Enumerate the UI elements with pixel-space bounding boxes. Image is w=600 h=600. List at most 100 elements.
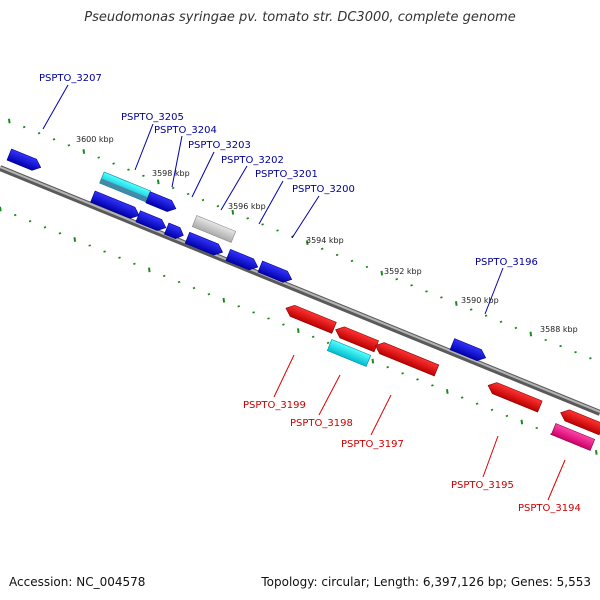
- minor-tick: [28, 220, 32, 223]
- minor-tick: [514, 326, 518, 330]
- gene-PSPTO_3200[interactable]: [257, 260, 294, 285]
- minor-tick: [192, 286, 196, 290]
- gene-label[interactable]: PSPTO_3195: [451, 480, 514, 491]
- scale-label: 3600 kbp: [76, 135, 114, 144]
- minor-tick: [559, 344, 562, 348]
- scale-label: 3588 kbp: [540, 325, 578, 334]
- minor-tick: [267, 317, 270, 320]
- gene-label[interactable]: PSPTO_3205: [121, 112, 184, 123]
- minor-tick: [320, 247, 324, 250]
- major-tick: [371, 358, 375, 364]
- gene-label[interactable]: PSPTO_3200: [292, 184, 355, 195]
- minor-tick: [440, 296, 443, 299]
- major-tick: [8, 118, 11, 124]
- leader-line: [291, 195, 320, 239]
- major-tick: [82, 149, 86, 154]
- minor-tick: [350, 259, 354, 263]
- leader-line: [547, 459, 566, 501]
- minor-tick: [237, 305, 241, 308]
- gene-label[interactable]: PSPTO_3202: [221, 155, 284, 166]
- genome-title: Pseudomonas syringae pv. tomato str. DC3…: [84, 10, 516, 25]
- scale-label: 3594 kbp: [306, 236, 344, 245]
- minor-tick: [505, 414, 509, 418]
- leader-line: [220, 165, 248, 211]
- minor-tick: [410, 284, 413, 287]
- leader-line: [134, 123, 154, 171]
- gene-label[interactable]: PSPTO_3204: [154, 125, 217, 136]
- minor-tick: [177, 280, 181, 284]
- minor-tick: [37, 132, 41, 135]
- major-tick: [0, 206, 2, 212]
- gene-label[interactable]: PSPTO_3196: [475, 257, 538, 268]
- major-tick: [446, 389, 449, 394]
- gene-label[interactable]: PSPTO_3197: [341, 439, 404, 450]
- gene-PSPTO_3207[interactable]: [6, 148, 43, 173]
- gene-PSPTO_3196[interactable]: [449, 338, 488, 364]
- leader-line: [318, 374, 341, 416]
- leader-line: [484, 267, 504, 315]
- gene-label[interactable]: PSPTO_3194: [518, 503, 581, 514]
- accession-label: Accession: NC_004578: [9, 575, 146, 589]
- minor-tick: [201, 198, 205, 202]
- minor-tick: [142, 174, 145, 177]
- major-tick: [157, 179, 160, 185]
- gene-fwd-a[interactable]: [90, 190, 142, 221]
- minor-tick: [469, 308, 473, 311]
- major-tick: [148, 267, 151, 273]
- minor-tick: [589, 357, 592, 360]
- gene-PSPTO_3203[interactable]: [191, 215, 237, 243]
- major-tick: [73, 237, 77, 242]
- minor-tick: [118, 256, 121, 259]
- major-tick: [529, 331, 533, 337]
- gene-PSPTO_3197[interactable]: [373, 340, 440, 377]
- gene-PSPTO_3194[interactable]: [550, 423, 596, 451]
- gene-label[interactable]: PSPTO_3207: [39, 73, 102, 84]
- minor-tick: [544, 338, 548, 342]
- gene-PSPTO_3201[interactable]: [225, 249, 260, 272]
- gene-PSPTO_3204[interactable]: [145, 191, 178, 214]
- major-tick: [595, 449, 598, 455]
- minor-tick: [261, 223, 264, 226]
- gene-PSPTO_3202[interactable]: [184, 231, 225, 257]
- gene-fwd-c[interactable]: [164, 222, 185, 241]
- major-tick: [306, 240, 309, 246]
- major-tick: [297, 328, 300, 334]
- minor-tick: [365, 265, 369, 269]
- minor-tick: [475, 402, 479, 405]
- genome-backbone-highlight: [0, 166, 600, 413]
- gene-label[interactable]: PSPTO_3201: [255, 169, 318, 180]
- gene-label[interactable]: PSPTO_3198: [290, 418, 353, 429]
- leader-line: [42, 84, 69, 130]
- minor-tick: [484, 314, 488, 317]
- minor-tick: [416, 378, 419, 381]
- scale-ticks-reverse: [0, 206, 598, 455]
- topology-info: Topology: circular; Length: 6,397,126 bp…: [261, 575, 591, 589]
- minor-tick: [326, 341, 330, 345]
- minor-tick: [103, 250, 106, 253]
- gene-PSPTO_3205[interactable]: [99, 171, 151, 203]
- gene-PSPTO_3198[interactable]: [326, 339, 372, 367]
- major-tick: [455, 301, 458, 306]
- minor-tick: [13, 213, 17, 217]
- gene-PSPTO_3195[interactable]: [486, 380, 543, 413]
- minor-tick: [386, 366, 390, 369]
- gene-rev-b[interactable]: [558, 407, 600, 436]
- gene-PSPTO_3199[interactable]: [284, 303, 337, 334]
- gene-fwd-b[interactable]: [135, 210, 168, 233]
- minor-tick: [311, 335, 315, 338]
- minor-tick: [112, 162, 115, 165]
- minor-tick: [490, 408, 494, 411]
- minor-tick: [282, 323, 285, 326]
- gene-label[interactable]: PSPTO_3203: [188, 140, 251, 151]
- minor-tick: [162, 274, 166, 278]
- scale-label: 3592 kbp: [384, 267, 422, 276]
- major-tick: [520, 419, 524, 425]
- minor-tick: [22, 125, 26, 129]
- minor-tick: [88, 244, 92, 247]
- leader-line: [482, 435, 499, 478]
- scale-ticks-forward: [8, 118, 592, 360]
- minor-tick: [67, 144, 71, 147]
- gene-label[interactable]: PSPTO_3199: [243, 400, 306, 411]
- major-tick: [380, 270, 384, 276]
